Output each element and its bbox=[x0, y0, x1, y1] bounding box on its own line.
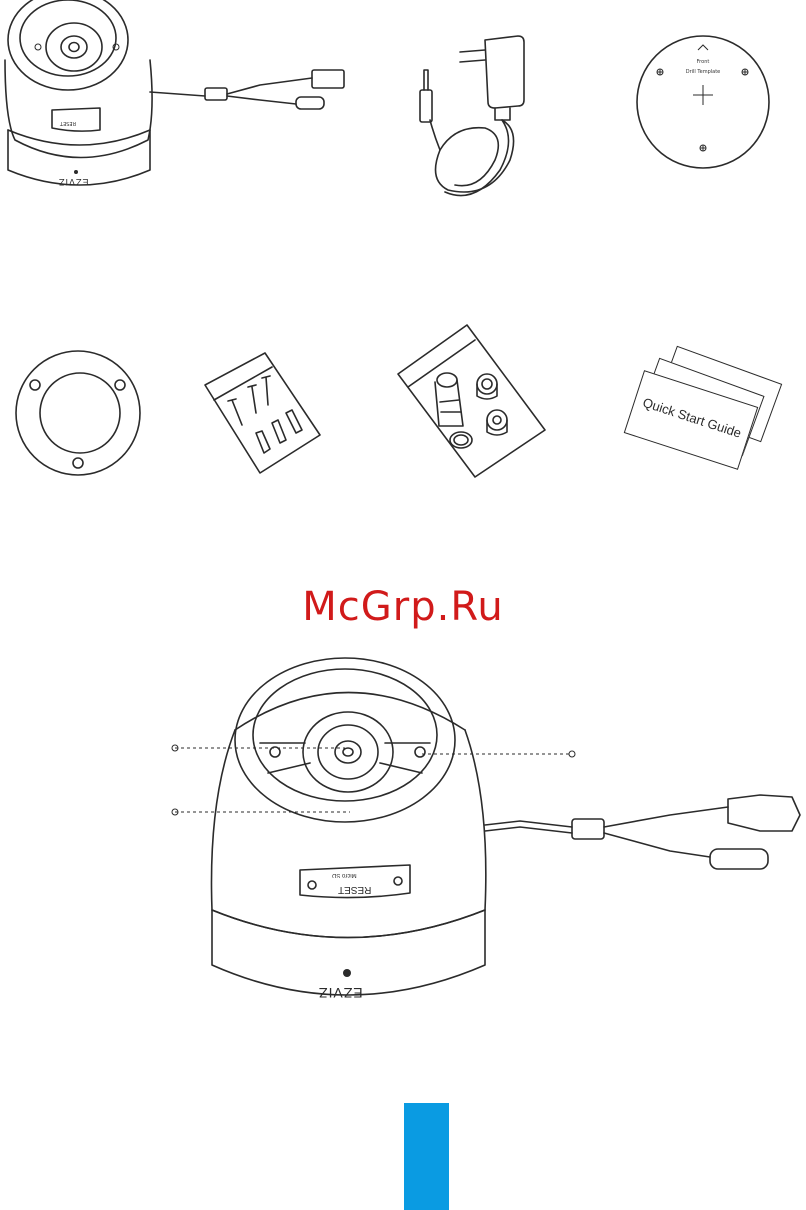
quick-start-guide-icon: Quick Start Guide bbox=[625, 355, 770, 475]
screw-kit-icon bbox=[200, 345, 330, 480]
camera-small-illustration: RESET bbox=[0, 0, 360, 200]
waterproof-kit-icon bbox=[395, 322, 550, 480]
watermark-text: McGrp.Ru bbox=[0, 584, 806, 630]
drill-template-icon: Front Drill Template bbox=[630, 30, 780, 180]
camera-reset-label: RESET bbox=[338, 884, 371, 895]
camera-sd-label: Micro SD bbox=[332, 872, 357, 878]
camera-brand-logo: EZVIZ bbox=[58, 177, 89, 187]
drill-template-front-label: Front bbox=[697, 59, 710, 65]
quick-start-guide-label: Quick Start Guide bbox=[641, 395, 743, 441]
camera-large-illustration bbox=[160, 655, 806, 1025]
page-tab-marker bbox=[404, 1103, 449, 1210]
drill-template-title: Drill Template bbox=[686, 69, 720, 75]
mounting-plate-icon bbox=[10, 345, 150, 485]
svg-text:RESET: RESET bbox=[59, 120, 76, 126]
camera-large-brand-logo: EZVIZ bbox=[318, 985, 363, 1001]
power-adapter-icon bbox=[400, 30, 540, 200]
